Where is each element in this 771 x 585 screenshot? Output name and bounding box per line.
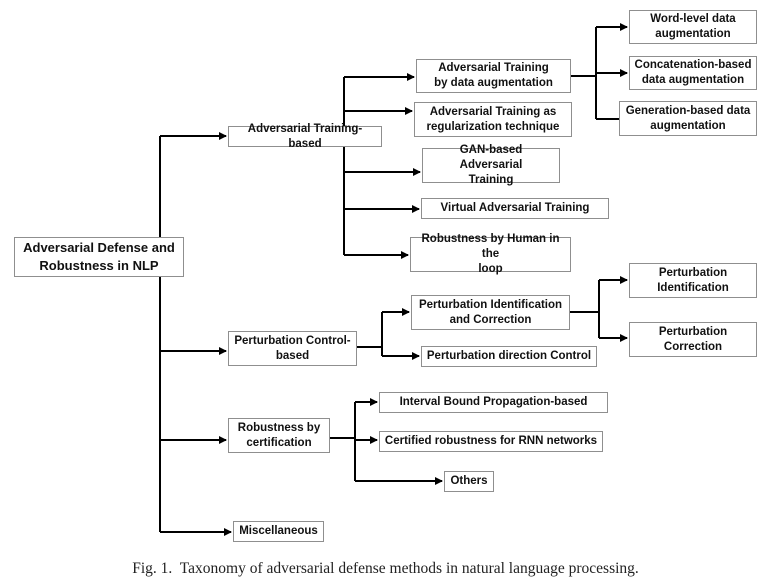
node-perturbation-correction: Perturbation Correction <box>629 322 757 357</box>
node-perturbation-id-correction: Perturbation Identification and Correcti… <box>411 295 570 330</box>
node-concatenation-augmentation: Concatenation-based data augmentation <box>629 56 757 90</box>
node-others: Others <box>444 471 494 492</box>
node-human-in-loop: Robustness by Human in the loop <box>410 233 571 275</box>
node-miscellaneous: Miscellaneous <box>233 521 324 542</box>
node-certification: Robustness by certification <box>228 418 330 453</box>
node-perturbation-direction: Perturbation direction Control <box>421 346 597 367</box>
node-generation-augmentation: Generation-based data augmentation <box>619 101 757 136</box>
node-adv-data-augmentation: Adversarial Training by data augmentatio… <box>416 59 571 93</box>
node-interval-bound-propagation: Interval Bound Propagation-based <box>379 392 608 413</box>
node-certified-rnn: Certified robustness for RNN networks <box>379 431 603 452</box>
node-gan-adversarial: GAN-based Adversarial Training <box>422 144 560 186</box>
node-adv-regularization: Adversarial Training as regularization t… <box>414 102 572 137</box>
node-virtual-adversarial: Virtual Adversarial Training <box>421 198 609 219</box>
node-perturbation-identification: Perturbation Identification <box>629 263 757 298</box>
caption-text: Taxonomy of adversarial defense methods … <box>179 560 639 577</box>
caption-label: Fig. 1. <box>132 560 173 577</box>
node-word-level-augmentation: Word-level data augmentation <box>629 10 757 44</box>
node-perturbation-control: Perturbation Control- based <box>228 331 357 366</box>
figure-caption: Fig. 1. Taxonomy of adversarial defense … <box>0 560 771 578</box>
node-root: Adversarial Defense and Robustness in NL… <box>14 237 184 277</box>
node-adversarial-training: Adversarial Training-based <box>228 123 382 150</box>
